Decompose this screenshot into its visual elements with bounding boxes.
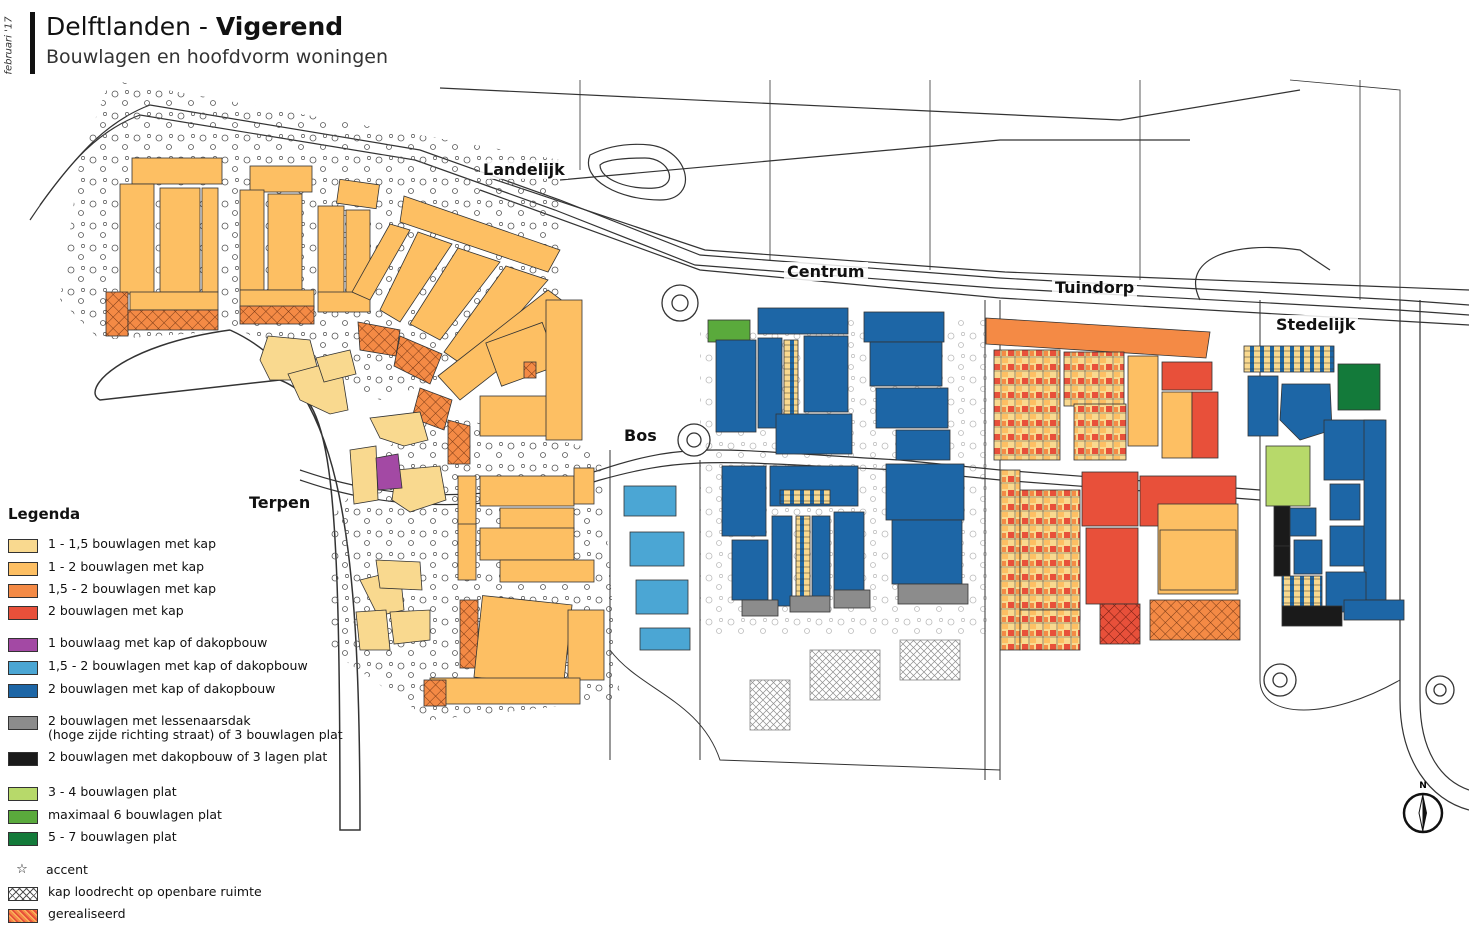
page-subtitle: Bouwlagen en hoofdvorm woningen bbox=[46, 46, 389, 68]
legend-item: maximaal 6 bouwlagen plat bbox=[8, 808, 222, 824]
legend-label-line: 1,5 - 2 bouwlagen met kap bbox=[48, 581, 216, 596]
legend-item-label: 2 bouwlagen met kap bbox=[48, 604, 184, 618]
legend-item-label: gerealiseerd bbox=[48, 907, 126, 921]
centrum-blocks bbox=[707, 307, 969, 617]
legend-label-line: 1 bouwlaag met kap of dakopbouw bbox=[48, 635, 268, 650]
legend-item: 1 bouwlaag met kap of dakopbouw bbox=[8, 636, 267, 652]
legend-item: 2 bouwlagen met kap of dakopbouw bbox=[8, 682, 275, 698]
legend-item-label: 3 - 4 bouwlagen plat bbox=[48, 785, 177, 799]
purple-block bbox=[375, 453, 403, 491]
title-status: Vigerend bbox=[215, 12, 344, 41]
legend-item: 2 bouwlagen met kap bbox=[8, 604, 184, 620]
legend-label-line: 1 - 2 bouwlagen met kap bbox=[48, 559, 205, 574]
district-label-bos: Bos bbox=[621, 426, 660, 445]
legend-item-label: 5 - 7 bouwlagen plat bbox=[48, 830, 177, 844]
legend-swatch bbox=[8, 584, 38, 598]
parking-areas bbox=[749, 639, 961, 731]
legend-item: 2 bouwlagen met lessenaarsdak(hoge zijde… bbox=[8, 714, 343, 742]
landelijk-blocks bbox=[105, 157, 583, 465]
legend-swatch bbox=[8, 684, 38, 698]
legend: Legenda 1 - 1,5 bouwlagen met kap 1 - 2 b… bbox=[8, 505, 343, 923]
legend-item-label: 1 - 2 bouwlagen met kap bbox=[48, 560, 204, 574]
legend-item-label: maximaal 6 bouwlagen plat bbox=[48, 808, 222, 822]
bos-blocks bbox=[623, 485, 691, 651]
legend-label-line: 2 bouwlagen met dakopbouw of 3 lagen pla… bbox=[48, 749, 328, 764]
legend-swatch bbox=[8, 810, 38, 824]
district-label-landelijk: Landelijk bbox=[480, 160, 568, 179]
legend-item-label: accent bbox=[46, 863, 88, 877]
legend-label-line: 2 bouwlagen met kap of dakopbouw bbox=[48, 681, 276, 696]
legend-label-line: 1,5 - 2 bouwlagen met kap of dakopbouw bbox=[48, 658, 308, 673]
north-arrow: N bbox=[1402, 781, 1444, 834]
tuindorp-blocks bbox=[985, 317, 1241, 651]
legend-item: 2 bouwlagen met dakopbouw of 3 lagen pla… bbox=[8, 750, 327, 766]
legend-label-line: maximaal 6 bouwlagen plat bbox=[48, 807, 222, 822]
legend-item: kap loodrecht op openbare ruimte bbox=[8, 885, 262, 901]
legend-item-label: kap loodrecht op openbare ruimte bbox=[48, 885, 262, 899]
legend-swatch bbox=[8, 787, 38, 801]
legend-label-line: gerealiseerd bbox=[48, 906, 126, 921]
legend-item-label: 2 bouwlagen met lessenaarsdak(hoge zijde… bbox=[48, 714, 343, 742]
stedelijk-blocks bbox=[1243, 345, 1405, 627]
legend-swatch bbox=[8, 562, 38, 576]
legend-label-line: 5 - 7 bouwlagen plat bbox=[48, 829, 177, 844]
title-prefix: Delftlanden - bbox=[46, 12, 216, 41]
legend-swatch bbox=[8, 606, 38, 620]
legend-swatch bbox=[8, 716, 38, 730]
terpen-blocks bbox=[259, 335, 447, 651]
legend-label-line: (hoge zijde richting straat) of 3 bouwla… bbox=[48, 727, 343, 742]
legend-label-line: accent bbox=[46, 862, 88, 877]
legend-item: ☆ accent bbox=[8, 863, 88, 877]
landelijk-south-blocks bbox=[423, 467, 605, 707]
page-title: Delftlanden - Vigerend bbox=[46, 12, 343, 41]
legend-swatch bbox=[8, 752, 38, 766]
legend-item: 5 - 7 bouwlagen plat bbox=[8, 830, 177, 846]
star-icon: ☆ bbox=[16, 862, 28, 877]
legend-label-line: 2 bouwlagen met lessenaarsdak bbox=[48, 713, 251, 728]
crosshatch-swatch bbox=[8, 887, 38, 901]
district-label-terpen: Terpen bbox=[246, 493, 314, 512]
title-bar bbox=[30, 12, 35, 74]
legend-item-label: 1 - 1,5 bouwlagen met kap bbox=[48, 537, 216, 551]
legend-item-label: 1 bouwlaag met kap of dakopbouw bbox=[48, 636, 267, 650]
legend-item: 1,5 - 2 bouwlagen met kap bbox=[8, 582, 216, 598]
legend-item: 1 - 1,5 bouwlagen met kap bbox=[8, 537, 216, 553]
legend-label-line: 2 bouwlagen met kap bbox=[48, 603, 184, 618]
north-label: N bbox=[1419, 781, 1427, 791]
legend-label-line: kap loodrecht op openbare ruimte bbox=[48, 884, 262, 899]
legend-item-label: 1,5 - 2 bouwlagen met kap bbox=[48, 582, 216, 596]
legend-item: 3 - 4 bouwlagen plat bbox=[8, 785, 177, 801]
legend-label-line: 1 - 1,5 bouwlagen met kap bbox=[48, 536, 216, 551]
legend-swatch bbox=[8, 539, 38, 553]
roundabouts bbox=[661, 284, 1455, 705]
legend-item: 1,5 - 2 bouwlagen met kap of dakopbouw bbox=[8, 659, 308, 675]
legend-title: Legenda bbox=[8, 505, 81, 523]
legend-item-label: 2 bouwlagen met kap of dakopbouw bbox=[48, 682, 275, 696]
legend-item-label: 1,5 - 2 bouwlagen met kap of dakopbouw bbox=[48, 659, 308, 673]
realised-hatch-swatch bbox=[8, 909, 38, 923]
district-label-tuindorp: Tuindorp bbox=[1052, 278, 1138, 297]
legend-item-label: 2 bouwlagen met dakopbouw of 3 lagen pla… bbox=[48, 750, 327, 764]
legend-swatch bbox=[8, 661, 38, 675]
legend-item: 1 - 2 bouwlagen met kap bbox=[8, 560, 204, 576]
legend-swatch bbox=[8, 832, 38, 846]
legend-item: gerealiseerd bbox=[8, 907, 126, 923]
legend-label-line: 3 - 4 bouwlagen plat bbox=[48, 784, 177, 799]
legend-swatch bbox=[8, 638, 38, 652]
district-label-centrum: Centrum bbox=[784, 262, 868, 281]
district-label-stedelijk: Stedelijk bbox=[1273, 315, 1359, 334]
